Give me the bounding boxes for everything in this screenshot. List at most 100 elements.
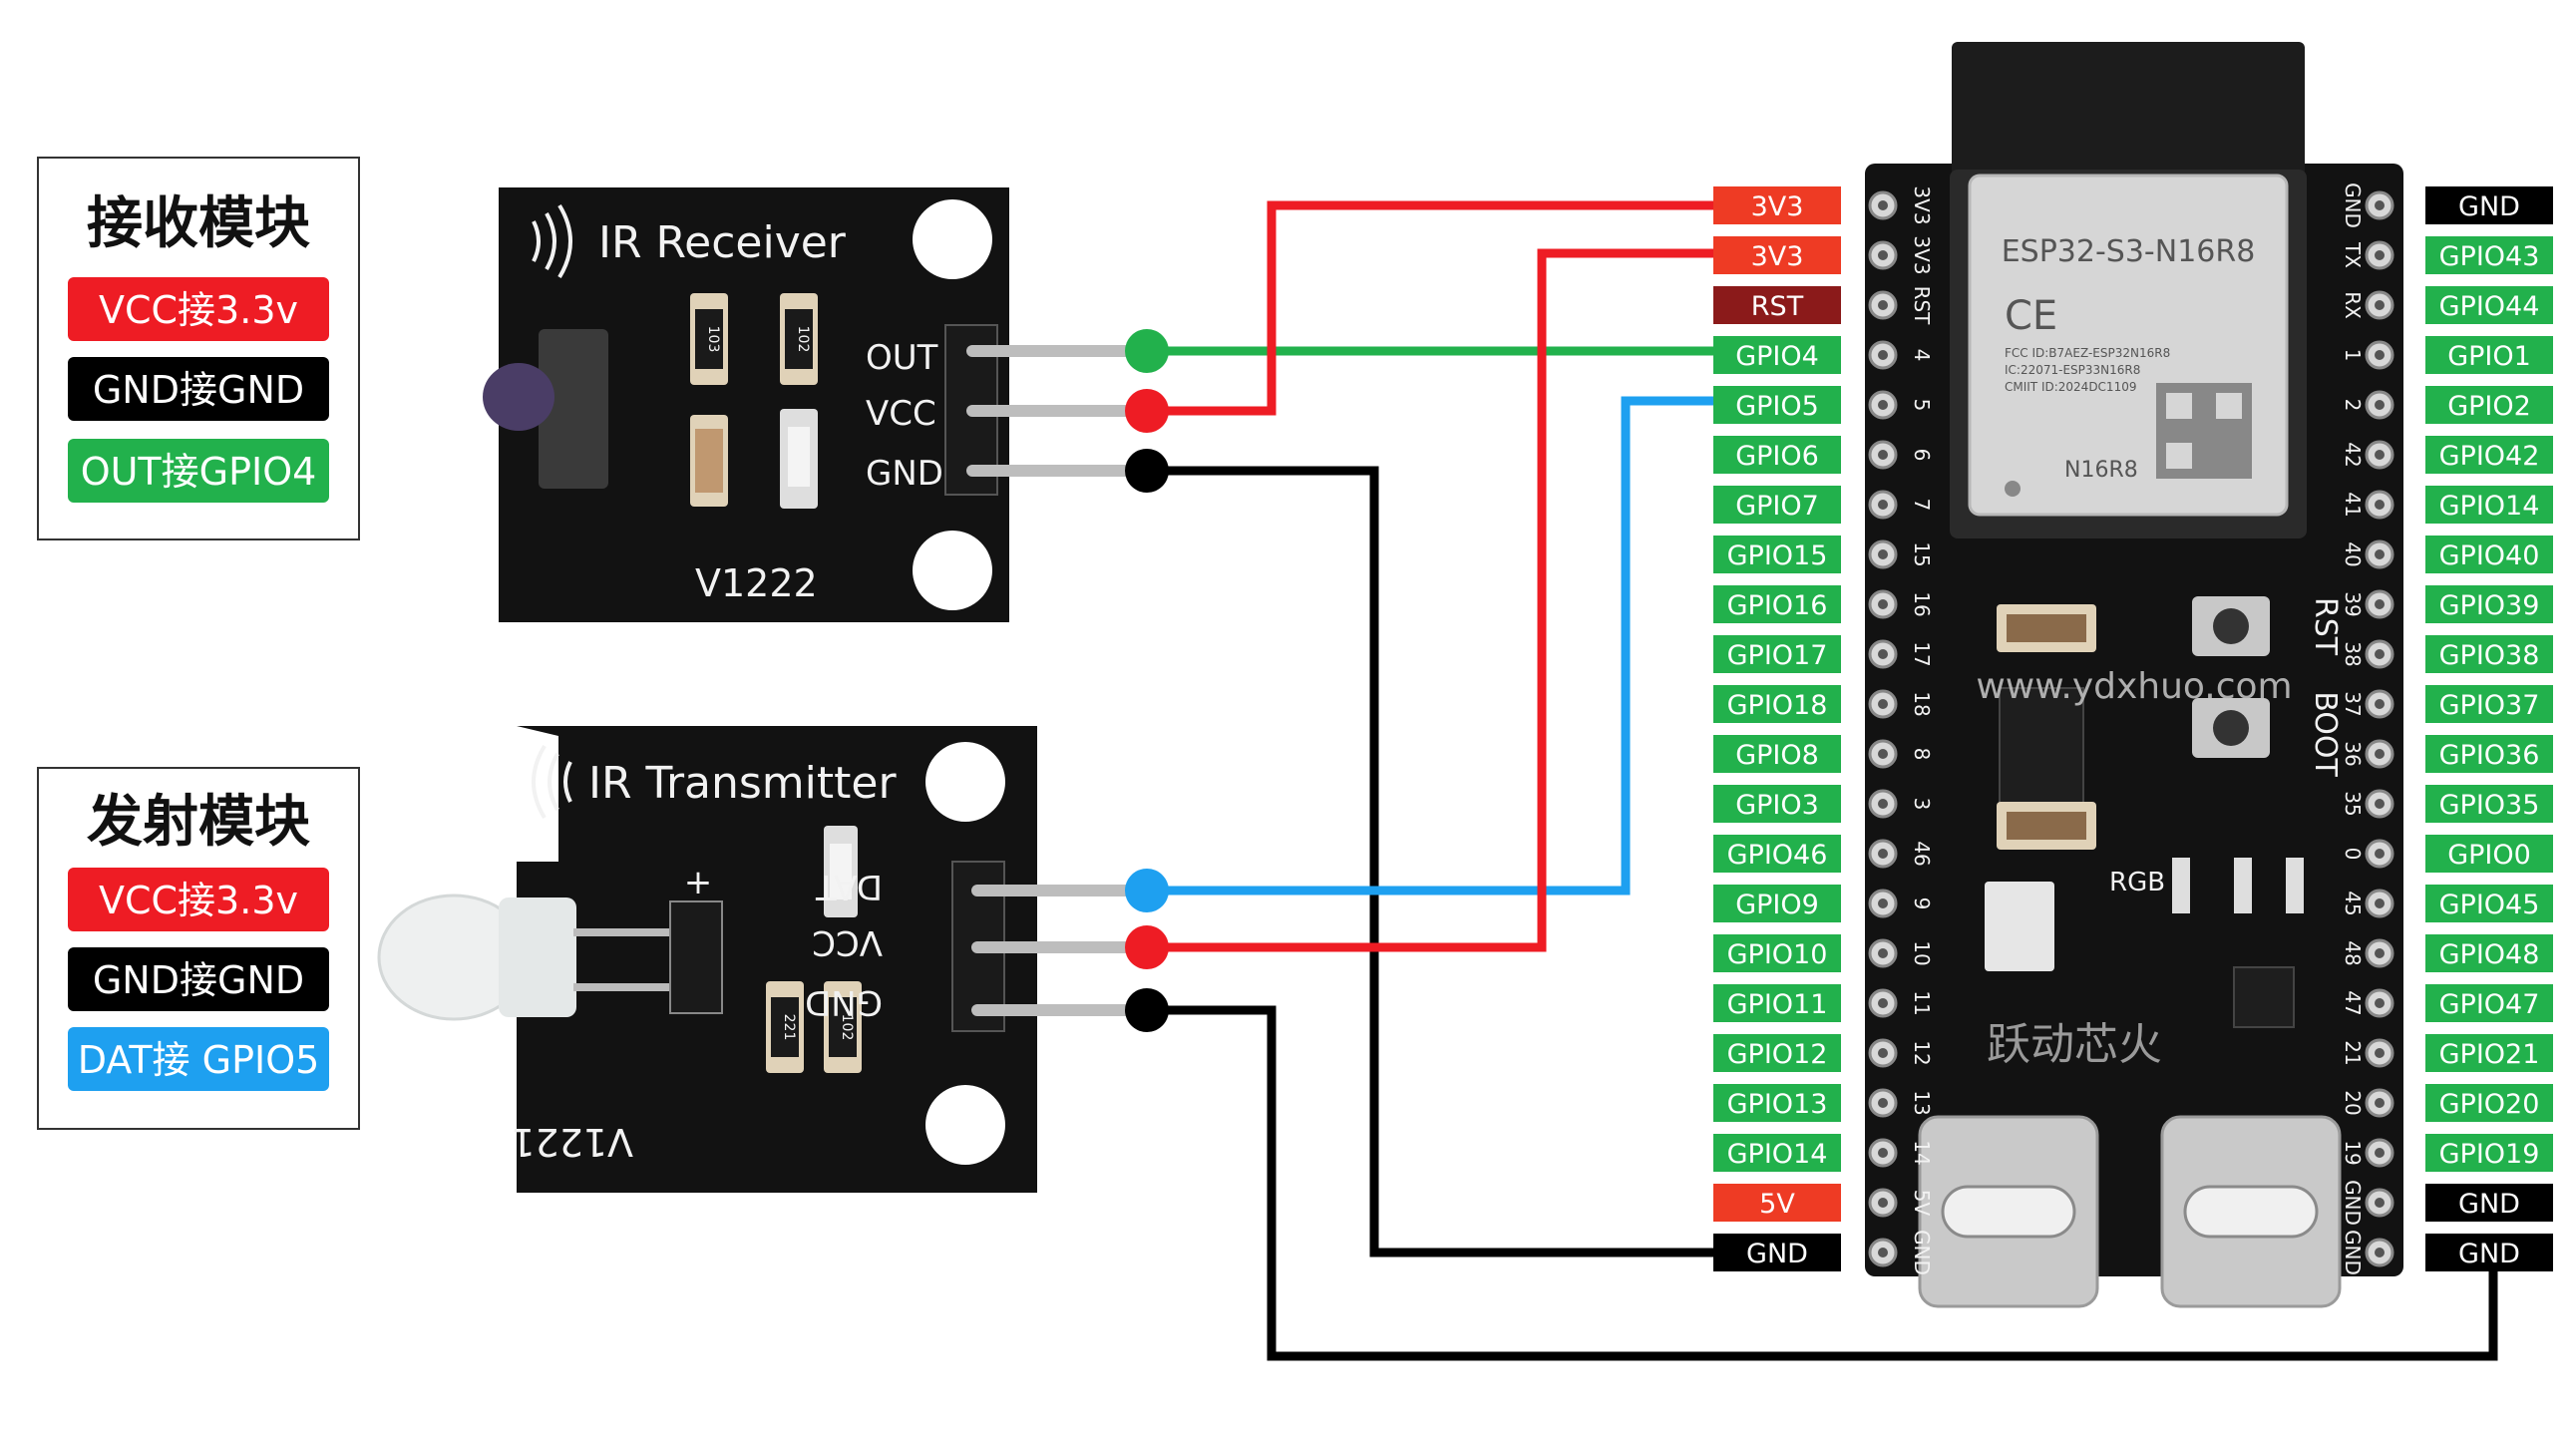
right-pin-label-bg [2425,785,2553,823]
usb-c-left[interactable] [1918,1115,2099,1308]
transmitter-pin-gnd-label: GND [805,982,883,1022]
right-silk-label: 35 [2341,791,2365,816]
receiver-legend-vcc-bg [68,277,329,341]
right-pin-label: GPIO1 [2447,341,2531,372]
right-pin-label: GPIO47 [2439,989,2540,1020]
dot-transmitter-gnd [1125,988,1169,1032]
usb-c-right[interactable] [2160,1115,2342,1308]
right-silk-label: 36 [2341,741,2365,766]
left-pin-label-bg [1713,735,1841,773]
watermark: www.ydxhuo.com [1976,666,2292,707]
right-silk-label: 0 [2341,848,2365,861]
right-header-pin-hole [2375,1248,2385,1257]
left-header-pin-hole [1878,998,1888,1008]
transmitter-mount-hole-top [925,742,1005,822]
right-pin-label: GPIO48 [2439,939,2540,970]
right-pin-label: GND [2458,1189,2520,1220]
right-silk-label: 2 [2341,399,2365,412]
module-name: ESP32-S3-N16R8 [2002,234,2256,269]
left-header-pin-hole [1878,1148,1888,1158]
right-header-pin-hole [2375,1098,2385,1108]
wire-receiver-gnd [1147,466,1720,1257]
right-header-pin-hole [2375,898,2385,908]
left-silk-label: 18 [1910,691,1934,716]
transmitter-legend-vcc-bg [68,868,329,931]
right-pin-label: GPIO19 [2439,1139,2540,1170]
left-silk-label: 10 [1910,940,1934,965]
transmitter-legend-title: 发射模块 [87,790,310,855]
left-silk-label: 5V [1910,1190,1934,1217]
right-pin-label: GPIO43 [2439,241,2540,272]
right-pin-label: GPIO42 [2439,441,2540,472]
left-pin-label-bg [1713,186,1841,224]
receiver-mount-hole-top [913,199,992,279]
fcc-line-3: CMIIT ID:2024DC1109 [2005,380,2136,394]
left-pin-label-bg [1713,685,1841,723]
left-silk-label: 9 [1910,897,1934,910]
transmitter-header-pins [971,885,1153,1016]
right-header-pin-hole [2375,1048,2385,1058]
left-pin-label-bg [1713,1134,1841,1172]
right-header-pin-hole [2375,799,2385,809]
left-pin-label: GPIO3 [1735,790,1819,821]
left-pin-label: GPIO11 [1727,989,1828,1020]
right-pin-label-bg [2425,236,2553,274]
transmitter-legend: 发射模块 VCC接3.3v GND接GND DAT接 GPIO5 [37,767,360,1130]
left-pin-label: GPIO9 [1735,890,1819,920]
right-pin-label: GND [2458,1239,2520,1269]
right-pin-label-bg [2425,286,2553,324]
right-header-pin-hole [2375,450,2385,460]
right-pin-label-bg [2425,984,2553,1022]
right-header-pin-hole [2375,500,2385,510]
right-pin-labels: GNDGPIO43GPIO44GPIO1GPIO2GPIO42GPIO14GPI… [2425,186,2553,1271]
right-header-pin-hole [2375,200,2385,210]
left-pin-label-bg [1713,1184,1841,1222]
right-pin-label-bg [2425,934,2553,972]
dot-receiver-vcc [1125,389,1169,433]
right-silk-label: 19 [2341,1140,2365,1165]
left-header-pin-hole [1878,350,1888,360]
left-silk-label: 5 [1910,399,1934,412]
right-silk-label: TX [2341,241,2365,268]
left-silk-label: 16 [1910,591,1934,616]
right-pin-label: GPIO40 [2439,540,2540,571]
right-silk-label: RX [2341,291,2365,319]
left-pin-label-bg [1713,585,1841,623]
left-pin-label: GPIO18 [1727,690,1828,721]
right-silk-label: 45 [2341,891,2365,915]
left-header-pin-hole [1878,1098,1888,1108]
right-header-pin-hole [2375,549,2385,559]
right-header-pin-hole [2375,649,2385,659]
left-pin-label-bg [1713,934,1841,972]
receiver-legend-out: OUT接GPIO4 [81,450,317,494]
right-pin-label: GND [2458,191,2520,222]
left-header-pin-hole [1878,749,1888,759]
right-pin-label: GPIO45 [2439,890,2540,920]
right-pin-label-bg [2425,536,2553,573]
wire-receiver-vcc [1147,200,1720,416]
right-pin-label: GPIO2 [2447,391,2531,422]
right-pin-label: GPIO37 [2439,690,2540,721]
receiver-legend-out-bg [68,439,329,503]
right-silk-label: 42 [2341,442,2365,467]
usb-chip [2233,966,2295,1028]
right-pin-label-bg [2425,336,2553,374]
receiver-header-pins [966,345,1153,477]
left-header-pin-hole [1878,500,1888,510]
right-header-pin-hole [2375,849,2385,859]
right-pin-label: GPIO0 [2447,840,2531,871]
right-header-pin-hole [2375,1148,2385,1158]
ir-sensor-lens [483,363,554,431]
esp32-board: ESP32-S3-N16R8 CE FCC ID:B7AEZ-ESP32N16R… [1865,42,2403,1308]
dot-receiver-gnd [1125,449,1169,493]
right-pin-label-bg [2425,1184,2553,1222]
right-header-pin-hole [2375,599,2385,609]
right-pin-label: GPIO44 [2439,291,2540,322]
ir-receiver-sensor [539,329,608,489]
right-pin-label: GPIO38 [2439,640,2540,671]
transmitter-pin-dat-label: DAT [816,867,883,906]
board-right-header: GNDTXRX1242414039383736350454847212019GN… [2341,182,2394,1275]
svg-text:102: 102 [839,1014,855,1041]
receiver-mount-hole-bottom [913,531,992,610]
left-silk-label: 13 [1910,1090,1934,1115]
